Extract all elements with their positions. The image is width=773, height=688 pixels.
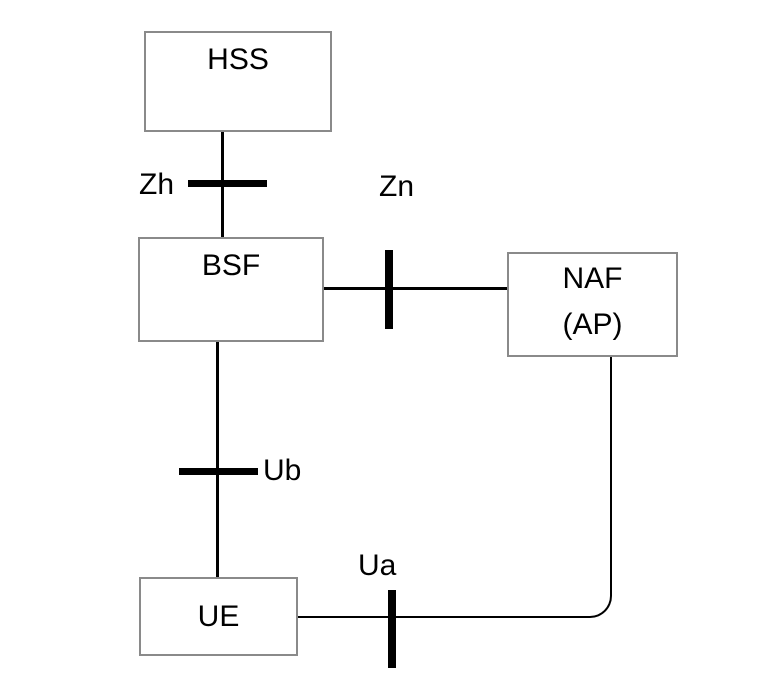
zh-interface-label: Zh	[139, 168, 175, 201]
ub-interface-tick	[179, 468, 258, 475]
ue-naf-link-line	[298, 357, 612, 618]
ub-interface-label: Ub	[263, 454, 302, 487]
ua-interface-label: Ua	[358, 549, 397, 582]
bsf-ue-link-line	[216, 341, 219, 578]
node-hss-label: HSS	[207, 43, 269, 76]
node-ue-label: UE	[197, 599, 240, 633]
node-bsf-label: BSF	[201, 249, 261, 282]
zh-interface-tick	[188, 180, 267, 187]
zn-interface-tick	[385, 250, 393, 329]
node-hss-box: HSS	[144, 31, 332, 132]
node-naf-box: NAF (AP)	[507, 252, 678, 357]
node-ue-box: UE	[139, 577, 298, 656]
zn-interface-label: Zn	[379, 170, 415, 203]
node-naf-sublabel: (AP)	[562, 308, 623, 341]
node-bsf-box: BSF	[138, 237, 324, 342]
ua-interface-tick	[388, 590, 396, 668]
bsf-naf-link-line	[323, 287, 508, 290]
node-naf-label: NAF	[562, 262, 623, 295]
